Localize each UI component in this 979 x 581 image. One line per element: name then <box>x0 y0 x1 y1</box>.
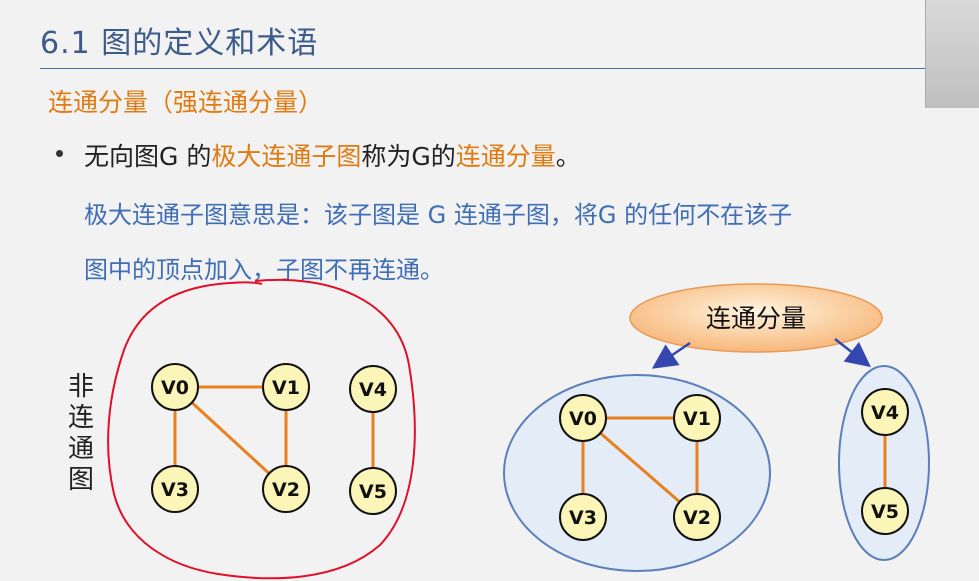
component-ellipse-1 <box>503 374 771 572</box>
vertex-v1: V1 <box>262 363 310 411</box>
bullet-part-1: 无向图G 的 <box>84 142 212 171</box>
bullet-part-3: 称为G的 <box>361 142 456 171</box>
vertex-v0: V0 <box>559 394 607 442</box>
vertex-label: V4 <box>359 379 387 401</box>
red-annotation-circle <box>107 278 416 580</box>
vertex-v0: V0 <box>151 363 199 411</box>
vertex-label: V0 <box>161 377 189 399</box>
vertex-label: V0 <box>569 408 597 430</box>
vertex-label: V1 <box>683 408 711 430</box>
bullet-part-5: 。 <box>555 142 581 171</box>
vertex-label: V2 <box>683 507 711 529</box>
vertex-label: V4 <box>871 402 899 424</box>
vertex-label: V3 <box>161 479 189 501</box>
vertex-label: V1 <box>272 377 300 399</box>
webcam-overlay <box>925 0 979 108</box>
bullet-point-icon <box>56 150 63 157</box>
vertex-label: V2 <box>272 479 300 501</box>
side-label-char: 通 <box>67 434 94 464</box>
arrow-to-component-2 <box>834 338 871 368</box>
bullet-text: 无向图G 的极大连通子图称为G的连通分量。 <box>84 137 581 173</box>
side-label-char: 连 <box>67 403 94 433</box>
vertex-label: V5 <box>359 481 387 503</box>
slide-title: 6.1 图的定义和术语 <box>40 26 319 61</box>
edge-v0-v2 <box>173 385 288 491</box>
vertex-v5: V5 <box>349 467 397 515</box>
side-label-char: 非 <box>67 372 94 402</box>
right-graph-vertices: V0 V1 V2 V3 V4 V5 <box>559 388 909 541</box>
vertex-v2: V2 <box>262 465 310 513</box>
vertex-v1: V1 <box>673 394 721 442</box>
vertex-v3: V3 <box>559 493 607 541</box>
vertex-label: V5 <box>871 501 899 523</box>
vertex-v4: V4 <box>349 365 397 413</box>
vertex-v5: V5 <box>861 487 909 535</box>
bullet-highlight-maximal-subgraph: 极大连通子图 <box>211 142 362 171</box>
arrow-to-component-1 <box>651 341 691 369</box>
slide-subtitle: 连通分量（强连通分量） <box>48 88 324 117</box>
explanation-line-1: 极大连通子图意思是：该子图是 G 连通子图，将G 的任何不在该子 <box>84 201 793 229</box>
vertex-label: V3 <box>569 507 597 529</box>
title-divider <box>40 68 925 69</box>
component-label: 连通分量 <box>706 304 806 333</box>
vertex-v3: V3 <box>151 465 199 513</box>
vertex-v4: V4 <box>861 388 909 436</box>
side-label-char: 图 <box>67 465 94 495</box>
vertex-v2: V2 <box>673 493 721 541</box>
component-label-bubble <box>629 283 883 353</box>
left-graph-vertices: V0 V1 V2 V3 V4 V5 <box>151 363 397 515</box>
side-label-disconnected-graph: 非 连 通 图 <box>66 372 96 496</box>
bullet-highlight-connected-component: 连通分量 <box>455 142 556 171</box>
edge-v0-v2 <box>582 416 698 519</box>
